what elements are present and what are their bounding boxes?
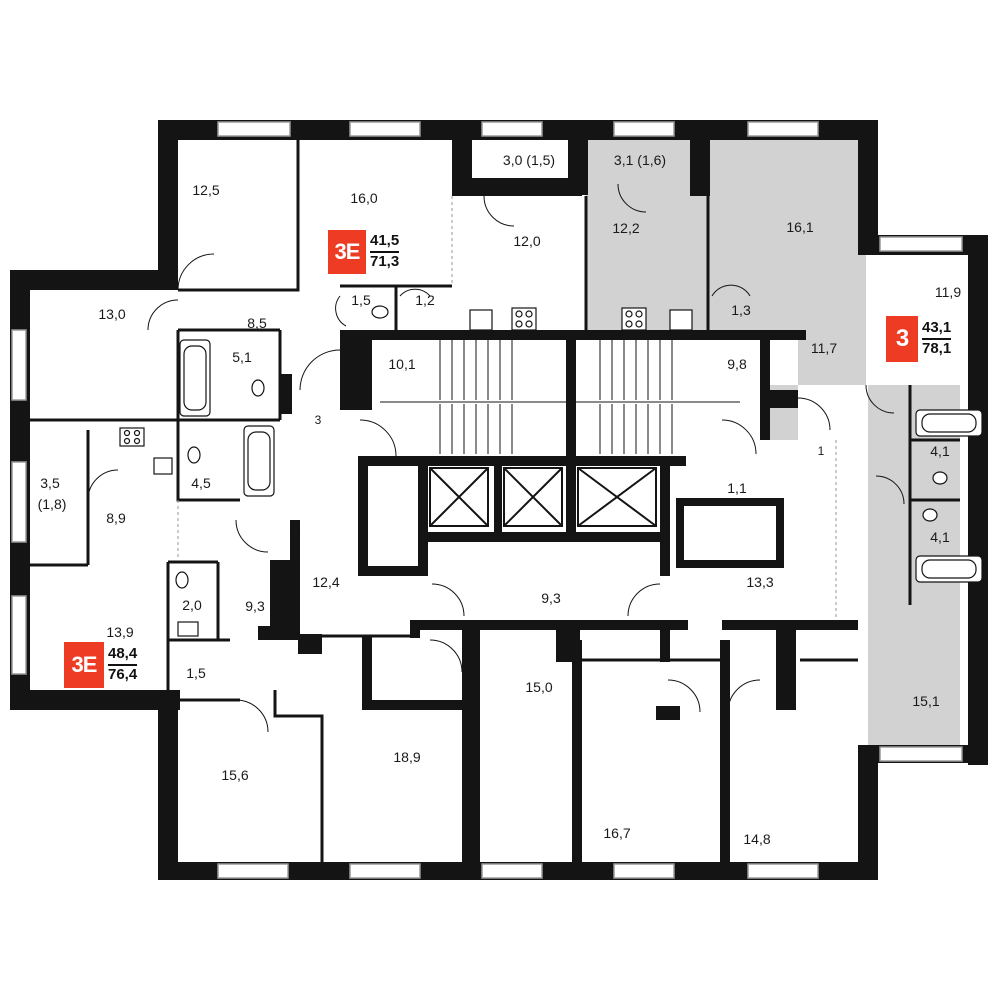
- fixtures: [119, 305, 983, 637]
- apartment-badge-3e-top[interactable]: 3Е 41,5 71,3: [328, 230, 408, 274]
- highlighted-apartment: [586, 133, 960, 745]
- room-label: 9,3: [541, 590, 561, 606]
- room-label: 12,5: [192, 182, 220, 198]
- room-label: 9,8: [727, 356, 747, 372]
- room-label: 12,2: [612, 220, 640, 236]
- stairs: [380, 340, 740, 454]
- room-label: 15,6: [221, 767, 249, 783]
- apartment-areas: 43,1 78,1: [918, 316, 955, 362]
- apartment-badge-3-right[interactable]: 3 43,1 78,1: [886, 316, 958, 362]
- room-label: 13,0: [98, 306, 126, 322]
- living-area: 41,5: [370, 232, 400, 250]
- balcony-label: 3,1 (1,6): [613, 152, 667, 168]
- room-label: 13,9: [106, 624, 134, 640]
- zone-number: 1: [817, 444, 825, 458]
- room-label: 1,5: [351, 292, 371, 308]
- highlight-fill: [586, 133, 960, 745]
- room-label: 5,1: [232, 349, 252, 365]
- apartment-areas: 41,5 71,3: [366, 230, 403, 274]
- room-label: 11,7: [810, 340, 838, 356]
- room-label: 12,0: [513, 233, 541, 249]
- zone-number: 2: [291, 524, 299, 538]
- room-label: 12,4: [312, 574, 340, 590]
- room-label: 1,3: [731, 302, 751, 318]
- room-label: 8,9: [106, 510, 126, 526]
- room-label: 4,5: [191, 475, 211, 491]
- balcony-label: 3,0 (1,5): [502, 152, 556, 168]
- room-label: 1,5: [186, 665, 206, 681]
- balcony-label: 3,5: [40, 475, 60, 491]
- room-label: 9,3: [245, 598, 265, 614]
- highlight-balcony: [592, 142, 696, 182]
- room-label: 15,1: [912, 693, 940, 709]
- apartment-type: 3Е: [64, 642, 104, 688]
- room-label: 4,1: [930, 443, 950, 459]
- doors: [87, 183, 905, 733]
- room-label: 11,9: [934, 284, 962, 300]
- room-label: 16,0: [350, 190, 378, 206]
- total-area: 71,3: [370, 252, 400, 270]
- room-label: 16,1: [786, 219, 814, 235]
- windows: [11, 121, 963, 879]
- area-separator: [922, 338, 952, 340]
- room-label: 4,1: [930, 529, 950, 545]
- elevators: [429, 467, 657, 527]
- zone-number: 3: [314, 413, 322, 427]
- total-area: 76,4: [108, 665, 138, 683]
- dashed-boundaries: [177, 196, 837, 620]
- room-label: 2,0: [182, 597, 202, 613]
- room-label: 14,8: [743, 831, 771, 847]
- apartment-type: 3Е: [328, 230, 366, 274]
- living-area: 48,4: [108, 645, 138, 663]
- apartment-areas: 48,4 76,4: [104, 642, 141, 688]
- room-label: 8,5: [247, 315, 267, 331]
- apartment-badge-3e-left[interactable]: 3Е 48,4 76,4: [64, 642, 148, 688]
- total-area: 78,1: [922, 339, 952, 357]
- core-walls: [258, 330, 858, 862]
- room-label: 18,9: [393, 749, 421, 765]
- room-label: 16,7: [603, 825, 631, 841]
- area-separator: [370, 251, 400, 253]
- room-label: 15,0: [525, 679, 553, 695]
- room-label: 1,1: [727, 480, 747, 496]
- room-label: 10,1: [388, 356, 416, 372]
- room-label: 1,2: [415, 292, 435, 308]
- apartment-type: 3: [886, 316, 918, 362]
- balcony-label: (1,8): [37, 496, 67, 512]
- living-area: 43,1: [922, 319, 952, 337]
- room-label: 13,3: [746, 574, 774, 590]
- area-separator: [108, 664, 138, 666]
